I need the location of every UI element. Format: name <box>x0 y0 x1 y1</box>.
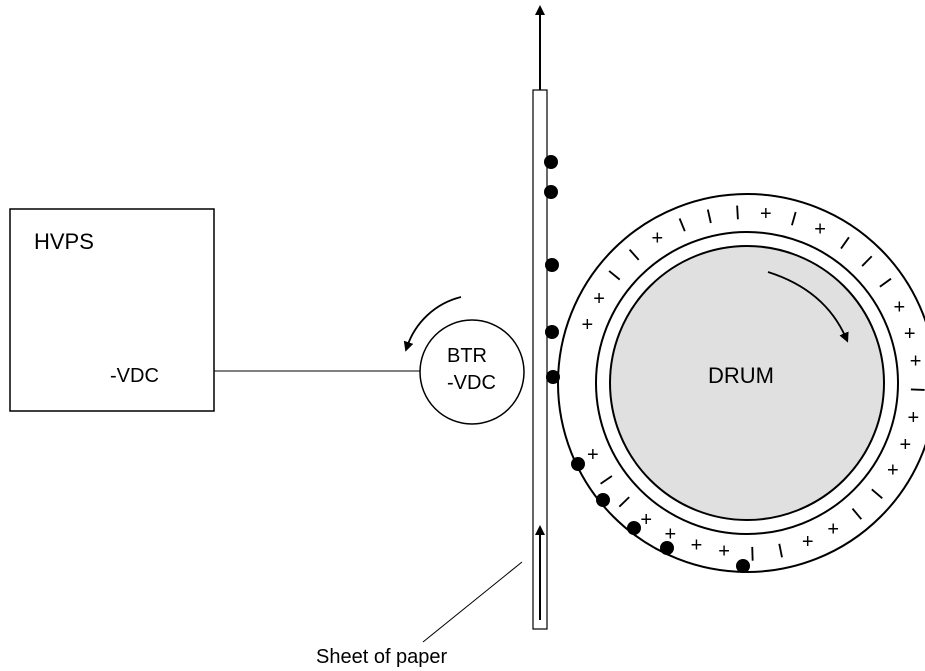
positive-charge: + <box>802 531 814 553</box>
toner-particles <box>544 155 750 573</box>
negative-charge: I <box>788 208 799 231</box>
paper-label: Sheet of paper <box>316 646 448 668</box>
positive-charge: + <box>640 509 652 531</box>
btr-label: BTR <box>447 345 487 367</box>
negative-charge: I <box>776 538 786 561</box>
toner-particle <box>571 457 585 471</box>
positive-charge: + <box>581 314 593 336</box>
positive-charge: + <box>593 288 605 310</box>
positive-charge: + <box>691 534 703 556</box>
toner-particle <box>545 325 559 339</box>
positive-charge: + <box>718 541 730 563</box>
negative-charge: I <box>906 386 925 392</box>
btr-roller <box>419 319 525 425</box>
toner-particle <box>596 493 610 507</box>
positive-charge: + <box>908 407 920 429</box>
btr-voltage-label: -VDC <box>447 372 496 394</box>
toner-particle <box>546 370 560 384</box>
drum-core <box>609 245 885 521</box>
positive-charge: + <box>827 519 839 541</box>
positive-charge: + <box>760 203 772 225</box>
positive-charge: + <box>887 459 899 481</box>
hvps-title: HVPS <box>34 229 94 254</box>
toner-particle <box>627 521 641 535</box>
positive-charge: + <box>904 323 916 345</box>
negative-charge: I <box>734 202 741 224</box>
negative-charge: I <box>749 542 755 564</box>
positive-charge: + <box>910 351 922 373</box>
positive-charge: + <box>664 524 676 546</box>
toner-particle <box>660 541 674 555</box>
drum-label: DRUM <box>708 363 774 388</box>
positive-charge: + <box>814 219 826 241</box>
positive-charge: + <box>899 434 911 456</box>
toner-particle <box>545 258 559 272</box>
btr-rotation-arrow <box>403 296 462 352</box>
toner-particle <box>736 559 750 573</box>
toner-particle <box>544 185 558 199</box>
positive-charge: + <box>587 444 599 466</box>
positive-charge: + <box>893 297 905 319</box>
paper-leader-line <box>422 561 523 643</box>
drum-rotation-arrow <box>767 271 849 343</box>
negative-charge: I <box>704 206 714 229</box>
hvps-box <box>9 208 215 412</box>
hvps-output-label: -VDC <box>110 365 159 387</box>
positive-charge: + <box>652 228 664 250</box>
toner-particle <box>544 155 558 169</box>
